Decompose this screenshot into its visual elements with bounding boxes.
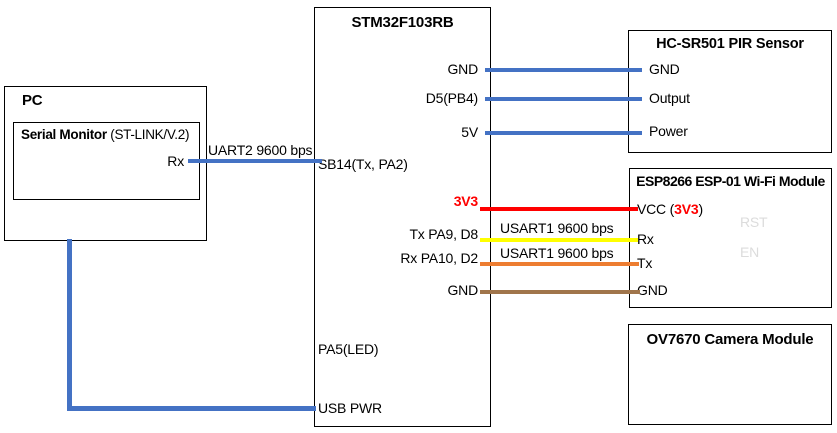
serial-monitor-title-detail: (ST-LINK/V.2): [106, 127, 190, 142]
camera-title: OV7670 Camera Module: [646, 331, 814, 348]
stm32-pin-pa5-led: PA5(LED): [318, 341, 379, 357]
wire-3v3-to-esp-vcc: [480, 207, 638, 211]
wire-label-uart2: UART2 9600 bps: [208, 142, 313, 158]
stm32-pin-5v: 5V: [461, 124, 478, 140]
stm32-pin-tx-pa9: Tx PA9, D8: [409, 226, 478, 242]
stm32-pin-3v3: 3V3: [453, 193, 479, 209]
serial-monitor-title: Serial Monitor (ST-LINK/V.2): [21, 127, 189, 142]
esp-title: ESP8266 ESP-01 Wi-Fi Module: [636, 173, 825, 189]
esp-pin-tx: Tx: [637, 255, 653, 271]
wire-usart1-rx-to-esp-tx: [480, 262, 639, 266]
stm32-pin-sb14: SB14(Tx, PA2): [318, 156, 408, 172]
esp-pin-rx: Rx: [637, 231, 654, 247]
pir-pin-power: Power: [649, 123, 688, 139]
wire-label-usart1-bottom: USART1 9600 bps: [500, 245, 614, 261]
esp-pin-gnd: GND: [637, 282, 668, 298]
stm32-pin-d5: D5(PB4): [425, 90, 478, 106]
pir-sensor-box: [628, 30, 832, 153]
stm32-pin-usb-pwr: USB PWR: [318, 400, 382, 416]
stm32-pin-gnd-bottom: GND: [447, 282, 478, 298]
pc-pin-rx: Rx: [167, 153, 184, 169]
serial-monitor-title-bold: Serial Monitor: [21, 127, 107, 142]
stm32-pin-gnd-top: GND: [447, 61, 478, 77]
wire-usart1-tx-to-esp-rx: [480, 238, 638, 242]
pc-box: [4, 86, 207, 241]
pir-pin-gnd: GND: [649, 61, 680, 77]
pir-sensor-title: HC-SR501 PIR Sensor: [656, 36, 804, 52]
wire-5v-to-pir-power: [485, 131, 642, 135]
wire-gnd-to-esp-gnd: [480, 290, 640, 294]
stm32-box: [314, 7, 491, 427]
esp-pin-rst-faded: RST: [740, 214, 768, 230]
pc-title: PC: [22, 92, 43, 109]
stm32-pin-rx-pa10: Rx PA10, D2: [400, 250, 478, 266]
wire-usb-pwr-horizontal: [67, 406, 316, 411]
wire-usb-pwr-vertical: [67, 239, 72, 410]
stm32-title: STM32F103RB: [351, 14, 454, 31]
esp-pin-en-faded: EN: [740, 244, 760, 260]
esp-pin-vcc-prefix: VCC (: [637, 201, 675, 217]
wire-uart2-rx-to-sb14: [188, 159, 322, 163]
wire-label-usart1-top: USART1 9600 bps: [500, 220, 614, 236]
pir-pin-output: Output: [649, 90, 690, 106]
wire-d5-to-pir-output: [485, 97, 642, 101]
wire-gnd-to-pir-gnd: [485, 68, 642, 72]
camera-box: [628, 324, 832, 425]
esp-pin-vcc-value: 3V3: [674, 201, 699, 217]
esp-pin-vcc-suffix: ): [698, 201, 703, 217]
esp-pin-vcc: VCC (3V3): [637, 201, 703, 217]
